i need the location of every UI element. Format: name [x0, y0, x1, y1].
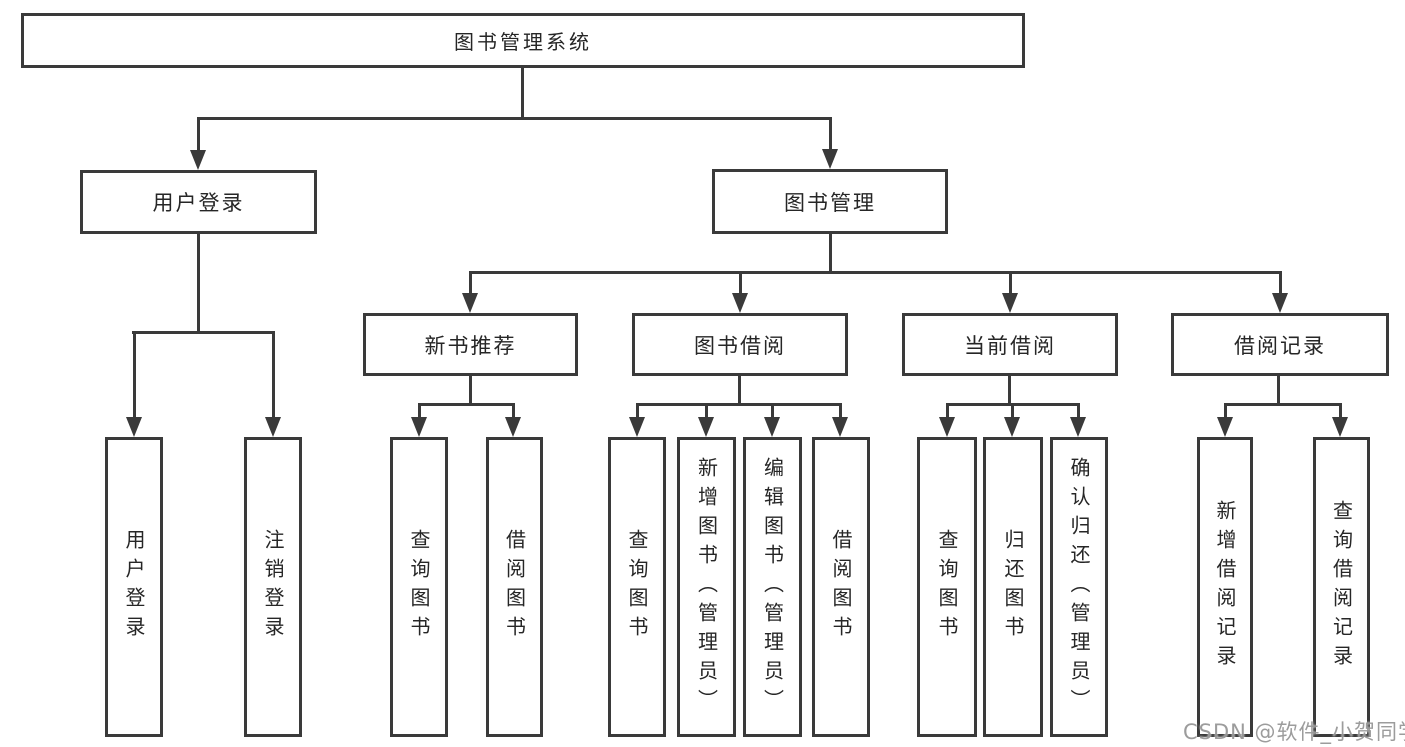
leaf-borrow-books-2: 借阅图书: [812, 437, 870, 737]
connector-line: [839, 403, 842, 420]
connector-line: [1077, 403, 1080, 420]
node-book-borrowing: 图书借阅: [632, 313, 848, 376]
node-book-management: 图书管理: [712, 169, 948, 234]
node-current-borrowing: 当前借阅: [902, 313, 1118, 376]
arrowhead-down-icon: [1002, 293, 1018, 313]
connector-line: [197, 232, 200, 333]
connector-line: [272, 331, 275, 419]
node-label: 新书推荐: [424, 333, 517, 358]
node-label: 查询图书: [935, 529, 959, 645]
arrowhead-down-icon: [939, 417, 955, 437]
arrowhead-down-icon: [698, 417, 714, 437]
leaf-query-books-1: 查询图书: [390, 437, 448, 737]
node-label: 编辑图书（管理员）: [760, 456, 785, 718]
connector-line: [418, 403, 515, 406]
arrowhead-down-icon: [822, 149, 838, 169]
node-user-login: 用户登录: [80, 170, 317, 234]
node-label: 查询图书: [625, 529, 649, 645]
connector-line: [197, 117, 200, 153]
arrowhead-down-icon: [1217, 417, 1233, 437]
arrowhead-down-icon: [1332, 417, 1348, 437]
node-label: 用户登录: [152, 191, 245, 215]
arrowhead-down-icon: [190, 150, 206, 170]
connector-line: [1224, 403, 1342, 406]
leaf-return-books: 归还图书: [983, 437, 1043, 737]
leaf-user-login: 用户登录: [105, 437, 163, 737]
connector-line: [829, 232, 832, 274]
node-label: 用户登录: [122, 529, 146, 645]
leaf-edit-books-admin: 编辑图书（管理员）: [743, 437, 802, 737]
leaf-query-books-2: 查询图书: [608, 437, 666, 737]
connector-line: [1224, 403, 1227, 420]
node-borrowing-records: 借阅记录: [1171, 313, 1389, 376]
connector-line: [738, 374, 741, 406]
connector-line: [829, 117, 832, 153]
arrowhead-down-icon: [126, 417, 142, 437]
watermark: CSDN @软件_小贺同学: [1183, 720, 1405, 744]
node-label: 借阅图书: [502, 529, 527, 645]
node-label: 当前借阅: [964, 333, 1056, 358]
node-library-system: 图书管理系统: [21, 13, 1025, 68]
arrowhead-down-icon: [1272, 293, 1288, 313]
connector-line: [1009, 271, 1012, 296]
node-label: 图书借阅: [694, 333, 786, 358]
arrowhead-down-icon: [1004, 417, 1020, 437]
connector-line: [771, 403, 774, 420]
node-label: 新增图书（管理员）: [694, 456, 719, 718]
node-label: 查询图书: [407, 529, 431, 645]
leaf-borrow-books-1: 借阅图书: [486, 437, 543, 737]
connector-line: [469, 271, 1281, 274]
leaf-add-borrow-record: 新增借阅记录: [1197, 437, 1253, 737]
leaf-query-borrow-record: 查询借阅记录: [1313, 437, 1370, 737]
connector-line: [133, 331, 136, 419]
connector-line: [636, 403, 842, 406]
connector-line: [512, 403, 515, 420]
arrowhead-down-icon: [732, 293, 748, 313]
connector-line: [418, 403, 421, 420]
node-label: 图书管理系统: [454, 30, 592, 54]
connector-line: [197, 117, 832, 120]
connector-line: [705, 403, 708, 420]
arrowhead-down-icon: [1070, 417, 1086, 437]
node-label: 借阅记录: [1234, 333, 1326, 358]
node-new-book-recommend: 新书推荐: [363, 313, 578, 376]
node-label: 借阅图书: [829, 529, 853, 645]
node-label: 注销登录: [261, 529, 285, 645]
connector-line: [1008, 374, 1011, 406]
node-label: 查询借阅记录: [1329, 500, 1354, 674]
node-label: 新增借阅记录: [1213, 500, 1237, 674]
connector-line: [469, 374, 472, 406]
connector-line: [1277, 374, 1280, 406]
leaf-confirm-return-admin: 确认归还（管理员）: [1050, 437, 1108, 737]
connector-line: [1279, 271, 1282, 296]
connector-line: [469, 271, 472, 296]
arrowhead-down-icon: [265, 417, 281, 437]
node-label: 确认归还（管理员）: [1067, 456, 1091, 718]
connector-line: [739, 271, 742, 296]
arrowhead-down-icon: [832, 417, 848, 437]
connector-line: [1011, 403, 1014, 420]
arrowhead-down-icon: [764, 417, 780, 437]
connector-line: [521, 66, 524, 119]
connector-line: [636, 403, 639, 420]
arrowhead-down-icon: [411, 417, 427, 437]
leaf-logout: 注销登录: [244, 437, 302, 737]
connector-line: [946, 403, 949, 420]
leaf-add-books-admin: 新增图书（管理员）: [677, 437, 736, 737]
arrowhead-down-icon: [462, 293, 478, 313]
connector-line: [1339, 403, 1342, 420]
node-label: 归还图书: [1001, 529, 1025, 645]
arrowhead-down-icon: [505, 417, 521, 437]
connector-line: [132, 331, 275, 334]
node-label: 图书管理: [784, 190, 876, 215]
arrowhead-down-icon: [629, 417, 645, 437]
leaf-query-books-3: 查询图书: [917, 437, 977, 737]
